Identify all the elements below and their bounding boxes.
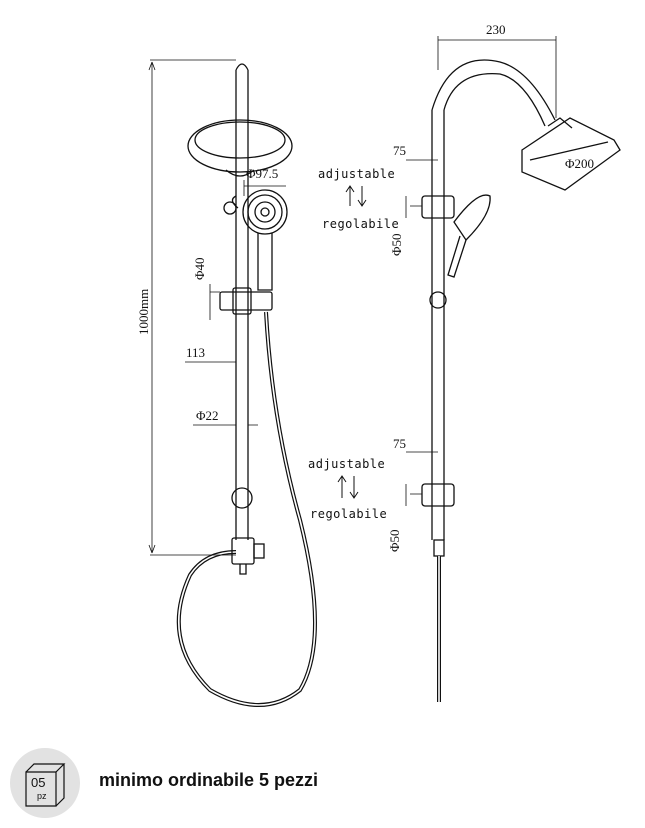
adjust-arrows-upper xyxy=(345,185,367,207)
projection-label: 113 xyxy=(186,345,205,360)
height-label: 1000mm xyxy=(136,289,151,335)
side-shower-head xyxy=(521,117,621,191)
lower-diameter-label: Φ50 xyxy=(387,529,402,552)
handshower-diameter-label: Φ97.5 xyxy=(246,166,278,181)
upper-offset-label: 75 xyxy=(393,143,406,158)
side-dimensions xyxy=(405,36,557,506)
holder-diameter-label: Φ40 xyxy=(192,257,207,280)
lower-offset-label: 75 xyxy=(393,436,406,451)
bar-diameter-label: Φ22 xyxy=(196,408,219,423)
side-view xyxy=(337,36,621,702)
front-hose xyxy=(176,311,317,707)
head-diameter-label: Φ200 xyxy=(565,156,594,171)
technical-drawing: 1000mm Φ97.5 Φ40 113 Φ22 230 Φ200 75 adj… xyxy=(136,22,621,707)
upper-regolabile-label: regolabile xyxy=(322,217,399,231)
lower-adjustable-label: adjustable xyxy=(308,457,385,471)
front-shower-head xyxy=(187,119,293,177)
minimum-order-text: minimo ordinabile 5 pezzi xyxy=(99,770,319,790)
arm-reach-label: 230 xyxy=(486,22,506,37)
adjust-arrows-lower xyxy=(337,475,359,499)
front-view xyxy=(148,59,317,707)
lower-regolabile-label: regolabile xyxy=(310,507,387,521)
front-rail xyxy=(235,63,249,540)
front-dimensions xyxy=(148,59,286,556)
front-slider xyxy=(219,287,273,315)
quantity-badge: 05 pz xyxy=(10,748,80,818)
side-rail xyxy=(431,110,445,540)
quantity-unit: pz xyxy=(37,791,47,801)
front-diverter xyxy=(231,537,265,575)
upper-adjustable-label: adjustable xyxy=(318,167,395,181)
front-rail-knob xyxy=(231,487,253,509)
footer: 05 pz minimo ordinabile 5 pezzi xyxy=(0,738,645,828)
side-hose xyxy=(433,539,445,702)
side-arm xyxy=(431,59,556,127)
front-hand-shower xyxy=(223,189,288,291)
upper-diameter-label: Φ50 xyxy=(389,233,404,256)
quantity-value: 05 xyxy=(31,775,46,790)
side-lower-holder xyxy=(421,483,455,507)
box-icon xyxy=(25,763,66,807)
side-upper-holder xyxy=(421,194,491,309)
